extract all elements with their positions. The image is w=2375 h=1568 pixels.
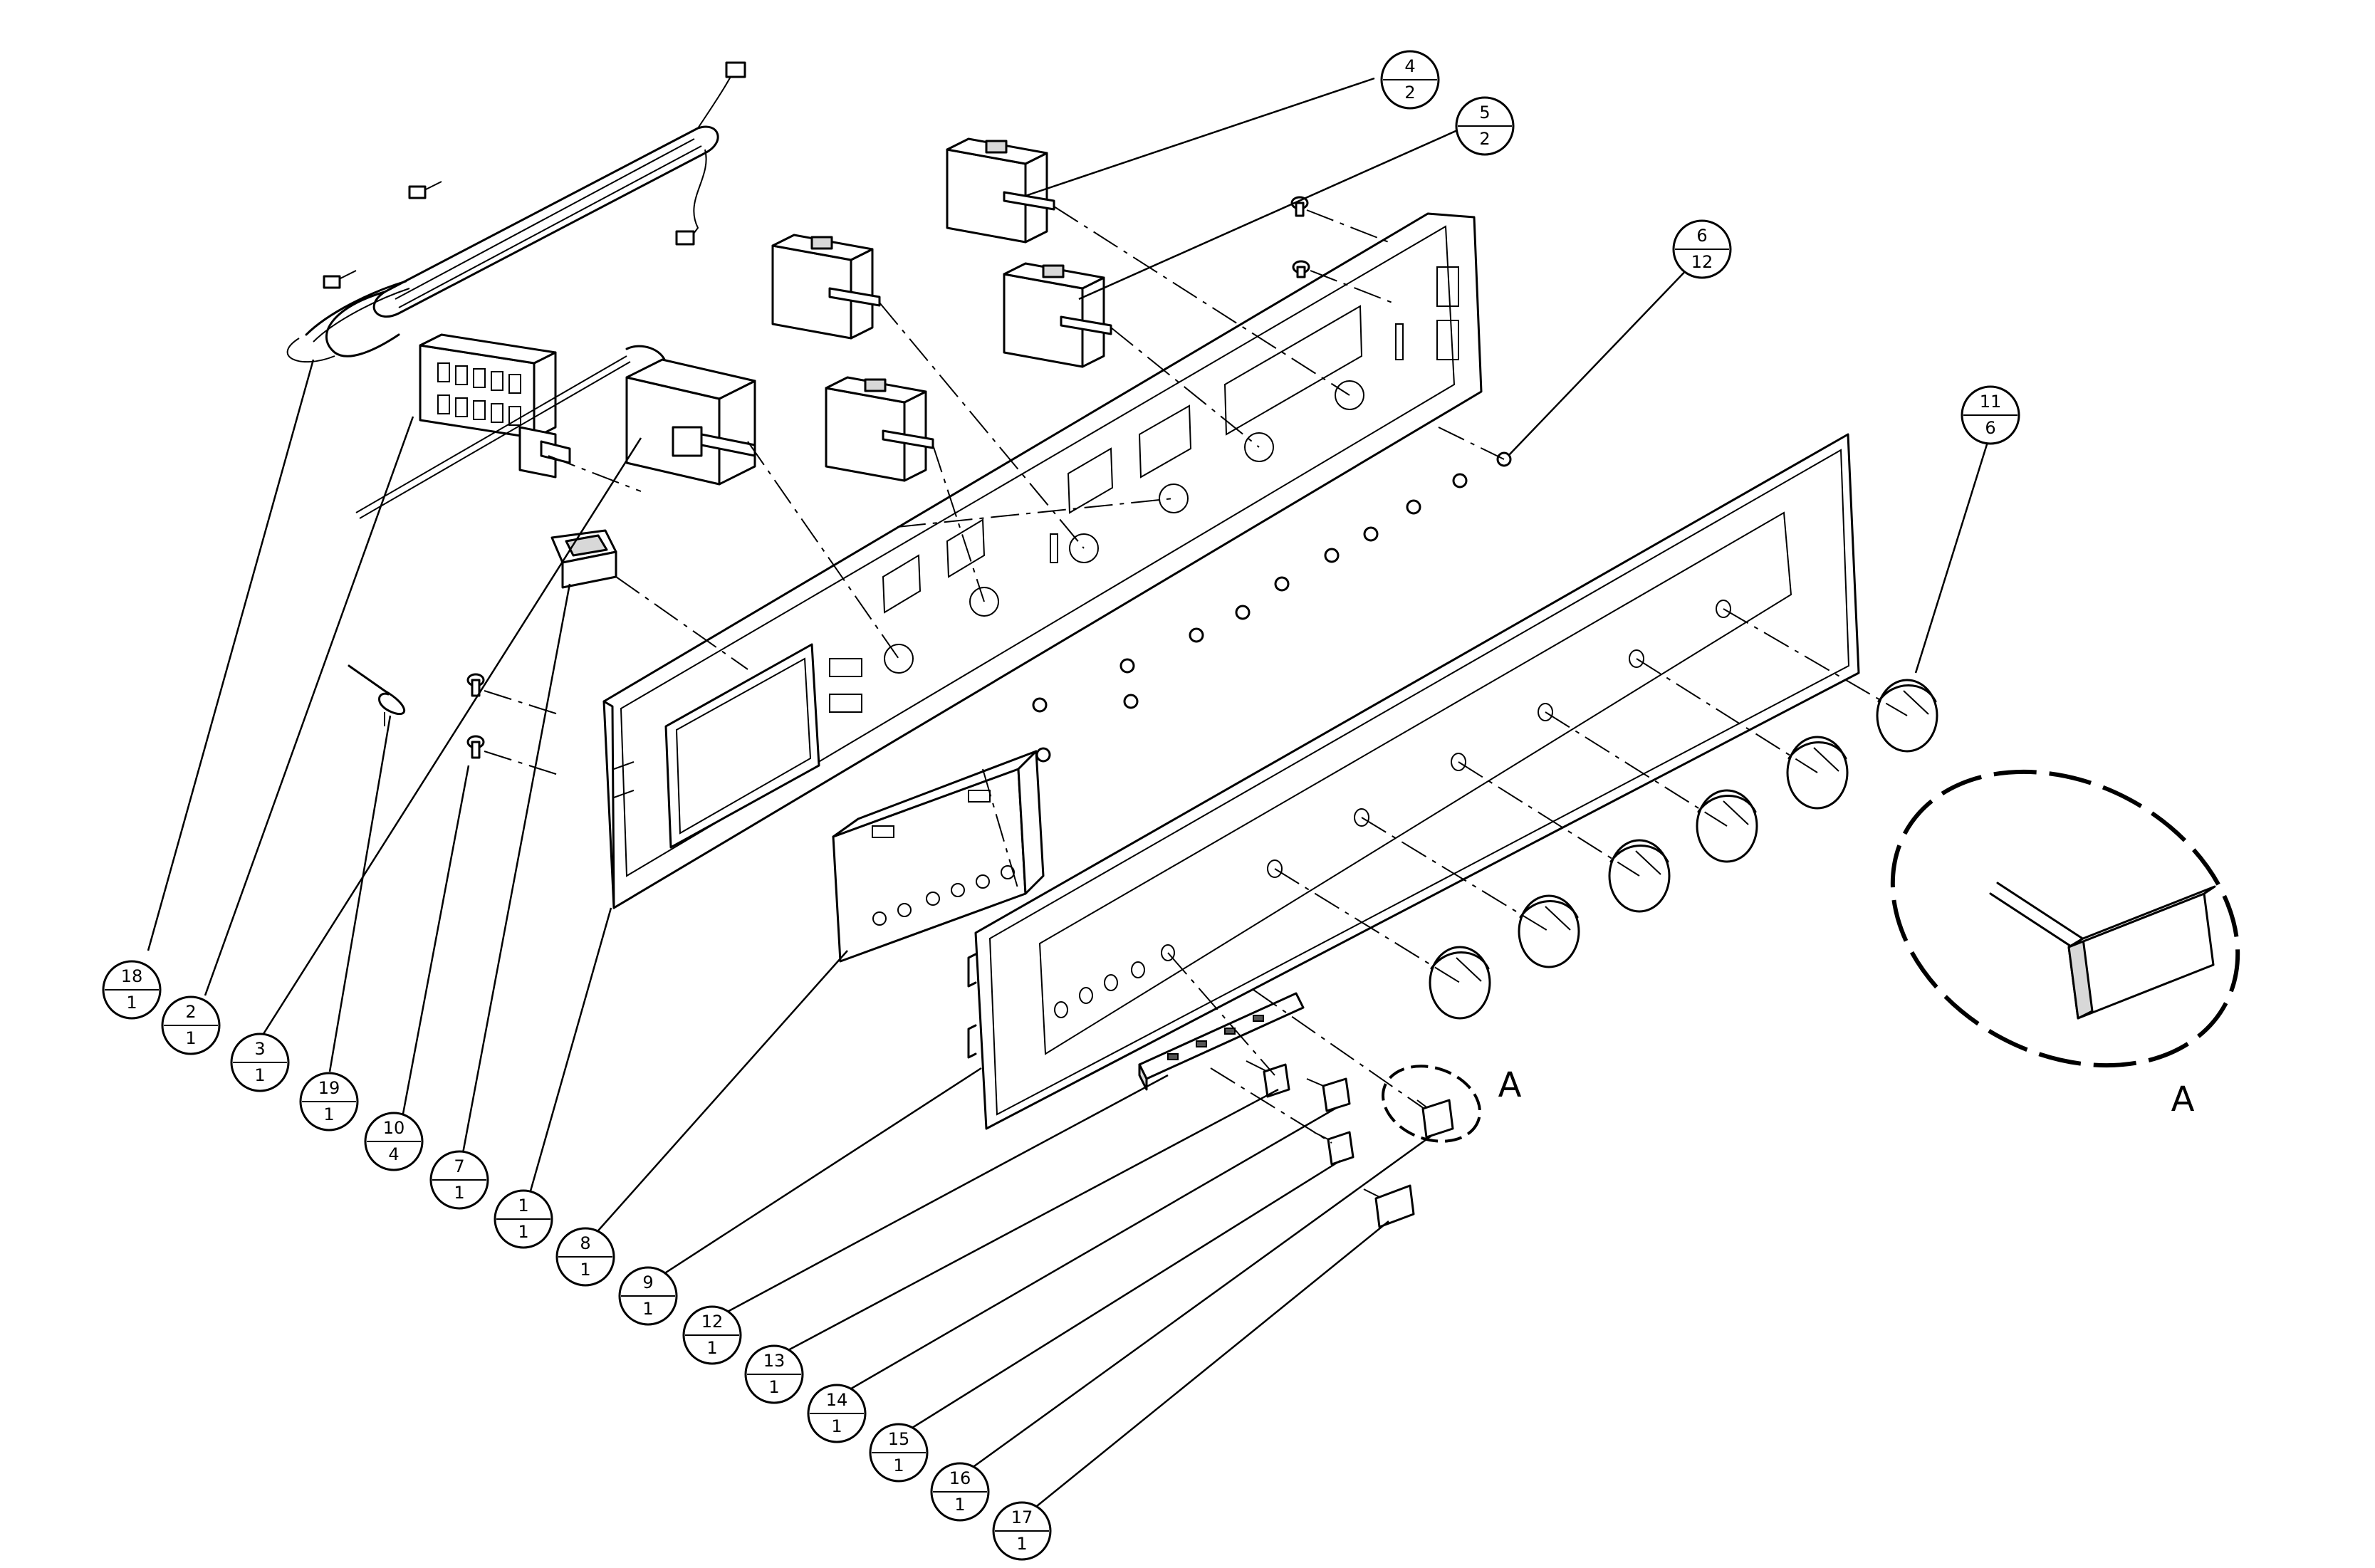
svg-text:1: 1 bbox=[706, 1338, 717, 1358]
svg-text:2: 2 bbox=[1404, 83, 1415, 103]
front-fascia-panel bbox=[967, 433, 1860, 1130]
svg-text:A: A bbox=[2171, 1080, 2195, 1119]
svg-text:10: 10 bbox=[383, 1118, 405, 1138]
svg-text:1: 1 bbox=[185, 1028, 196, 1048]
callout-6: 6 12 bbox=[1672, 219, 1732, 279]
svg-text:13: 13 bbox=[763, 1351, 785, 1371]
svg-text:17: 17 bbox=[1011, 1507, 1033, 1527]
svg-text:1: 1 bbox=[126, 993, 137, 1013]
svg-text:1: 1 bbox=[954, 1495, 965, 1515]
callout-17: 17 1 bbox=[992, 1501, 1052, 1561]
callout-18: 18 1 bbox=[102, 960, 162, 1020]
svg-text:A: A bbox=[1498, 1065, 1522, 1105]
control-panel-frame bbox=[602, 212, 1483, 909]
energy-regulator-twin-upper bbox=[771, 234, 881, 340]
svg-text:2: 2 bbox=[1479, 129, 1490, 149]
push-button-13 bbox=[1246, 1060, 1290, 1098]
callout-1: 1 1 bbox=[494, 1189, 553, 1249]
svg-text:1: 1 bbox=[768, 1377, 779, 1397]
svg-text:19: 19 bbox=[318, 1078, 340, 1098]
svg-text:2: 2 bbox=[185, 1002, 196, 1022]
svg-text:11: 11 bbox=[1980, 392, 2002, 412]
svg-text:1: 1 bbox=[323, 1104, 334, 1124]
detail-marker-a: A bbox=[1382, 1065, 1522, 1143]
svg-text:16: 16 bbox=[949, 1468, 971, 1488]
svg-text:4: 4 bbox=[1404, 56, 1415, 76]
push-button-17 bbox=[1363, 1184, 1415, 1228]
svg-text:1: 1 bbox=[642, 1299, 653, 1319]
callout-11: 11 6 bbox=[1961, 385, 2020, 445]
screw-10-upper bbox=[466, 673, 485, 697]
svg-text:1: 1 bbox=[454, 1183, 464, 1203]
callout-16: 16 1 bbox=[930, 1462, 990, 1522]
rocker-switch bbox=[550, 529, 617, 589]
svg-text:1: 1 bbox=[518, 1196, 528, 1216]
electronic-module bbox=[832, 750, 1045, 963]
callout-8: 8 1 bbox=[555, 1227, 615, 1287]
svg-text:6: 6 bbox=[1696, 226, 1707, 246]
callout-14: 14 1 bbox=[807, 1384, 867, 1443]
callout-10: 10 4 bbox=[364, 1112, 424, 1171]
svg-text:1: 1 bbox=[831, 1416, 842, 1436]
callout-4: 4 2 bbox=[1380, 50, 1440, 110]
callout-19: 19 1 bbox=[299, 1072, 359, 1131]
detail-view-a: A bbox=[1890, 769, 2240, 1119]
callout-13: 13 1 bbox=[744, 1344, 804, 1404]
energy-regulator-4 bbox=[946, 137, 1055, 244]
push-button-bar bbox=[1138, 992, 1305, 1091]
svg-text:1: 1 bbox=[254, 1065, 265, 1085]
svg-text:1: 1 bbox=[1016, 1534, 1027, 1554]
selector-switch bbox=[419, 333, 571, 479]
svg-text:1: 1 bbox=[518, 1222, 528, 1242]
thermostat bbox=[355, 345, 756, 519]
leader-lines bbox=[147, 77, 1992, 1516]
svg-text:12: 12 bbox=[701, 1312, 724, 1332]
svg-text:1: 1 bbox=[580, 1260, 590, 1280]
svg-text:6: 6 bbox=[1985, 418, 1995, 438]
screw-10-lower bbox=[466, 735, 485, 759]
push-button-14 bbox=[1306, 1077, 1351, 1112]
energy-regulator-twin-lower bbox=[825, 376, 934, 482]
svg-text:8: 8 bbox=[580, 1233, 590, 1253]
callout-12: 12 1 bbox=[682, 1305, 742, 1365]
push-button-15 bbox=[1313, 1131, 1354, 1166]
svg-text:5: 5 bbox=[1479, 103, 1490, 122]
energy-regulator-5 bbox=[1003, 262, 1112, 368]
svg-text:12: 12 bbox=[1691, 252, 1713, 272]
svg-text:18: 18 bbox=[121, 966, 143, 986]
frame-screws bbox=[1032, 451, 1512, 763]
callout-9: 9 1 bbox=[618, 1266, 678, 1326]
svg-text:4: 4 bbox=[388, 1144, 399, 1164]
svg-text:9: 9 bbox=[642, 1272, 653, 1292]
svg-text:3: 3 bbox=[254, 1039, 265, 1059]
svg-text:7: 7 bbox=[454, 1156, 464, 1176]
screw-top-rear bbox=[1290, 196, 1310, 278]
svg-text:15: 15 bbox=[888, 1429, 910, 1449]
cable-tie bbox=[348, 664, 405, 726]
callout-15: 15 1 bbox=[869, 1423, 929, 1483]
callout-7: 7 1 bbox=[429, 1150, 489, 1210]
callout-2: 2 1 bbox=[161, 995, 221, 1055]
callout-5: 5 2 bbox=[1455, 96, 1515, 156]
wiring-harness bbox=[286, 61, 746, 363]
svg-text:1: 1 bbox=[893, 1455, 904, 1475]
svg-text:14: 14 bbox=[826, 1390, 848, 1410]
assembly-centerlines bbox=[484, 206, 1908, 1144]
push-button-16 bbox=[1416, 1099, 1454, 1139]
callout-3: 3 1 bbox=[230, 1033, 290, 1092]
